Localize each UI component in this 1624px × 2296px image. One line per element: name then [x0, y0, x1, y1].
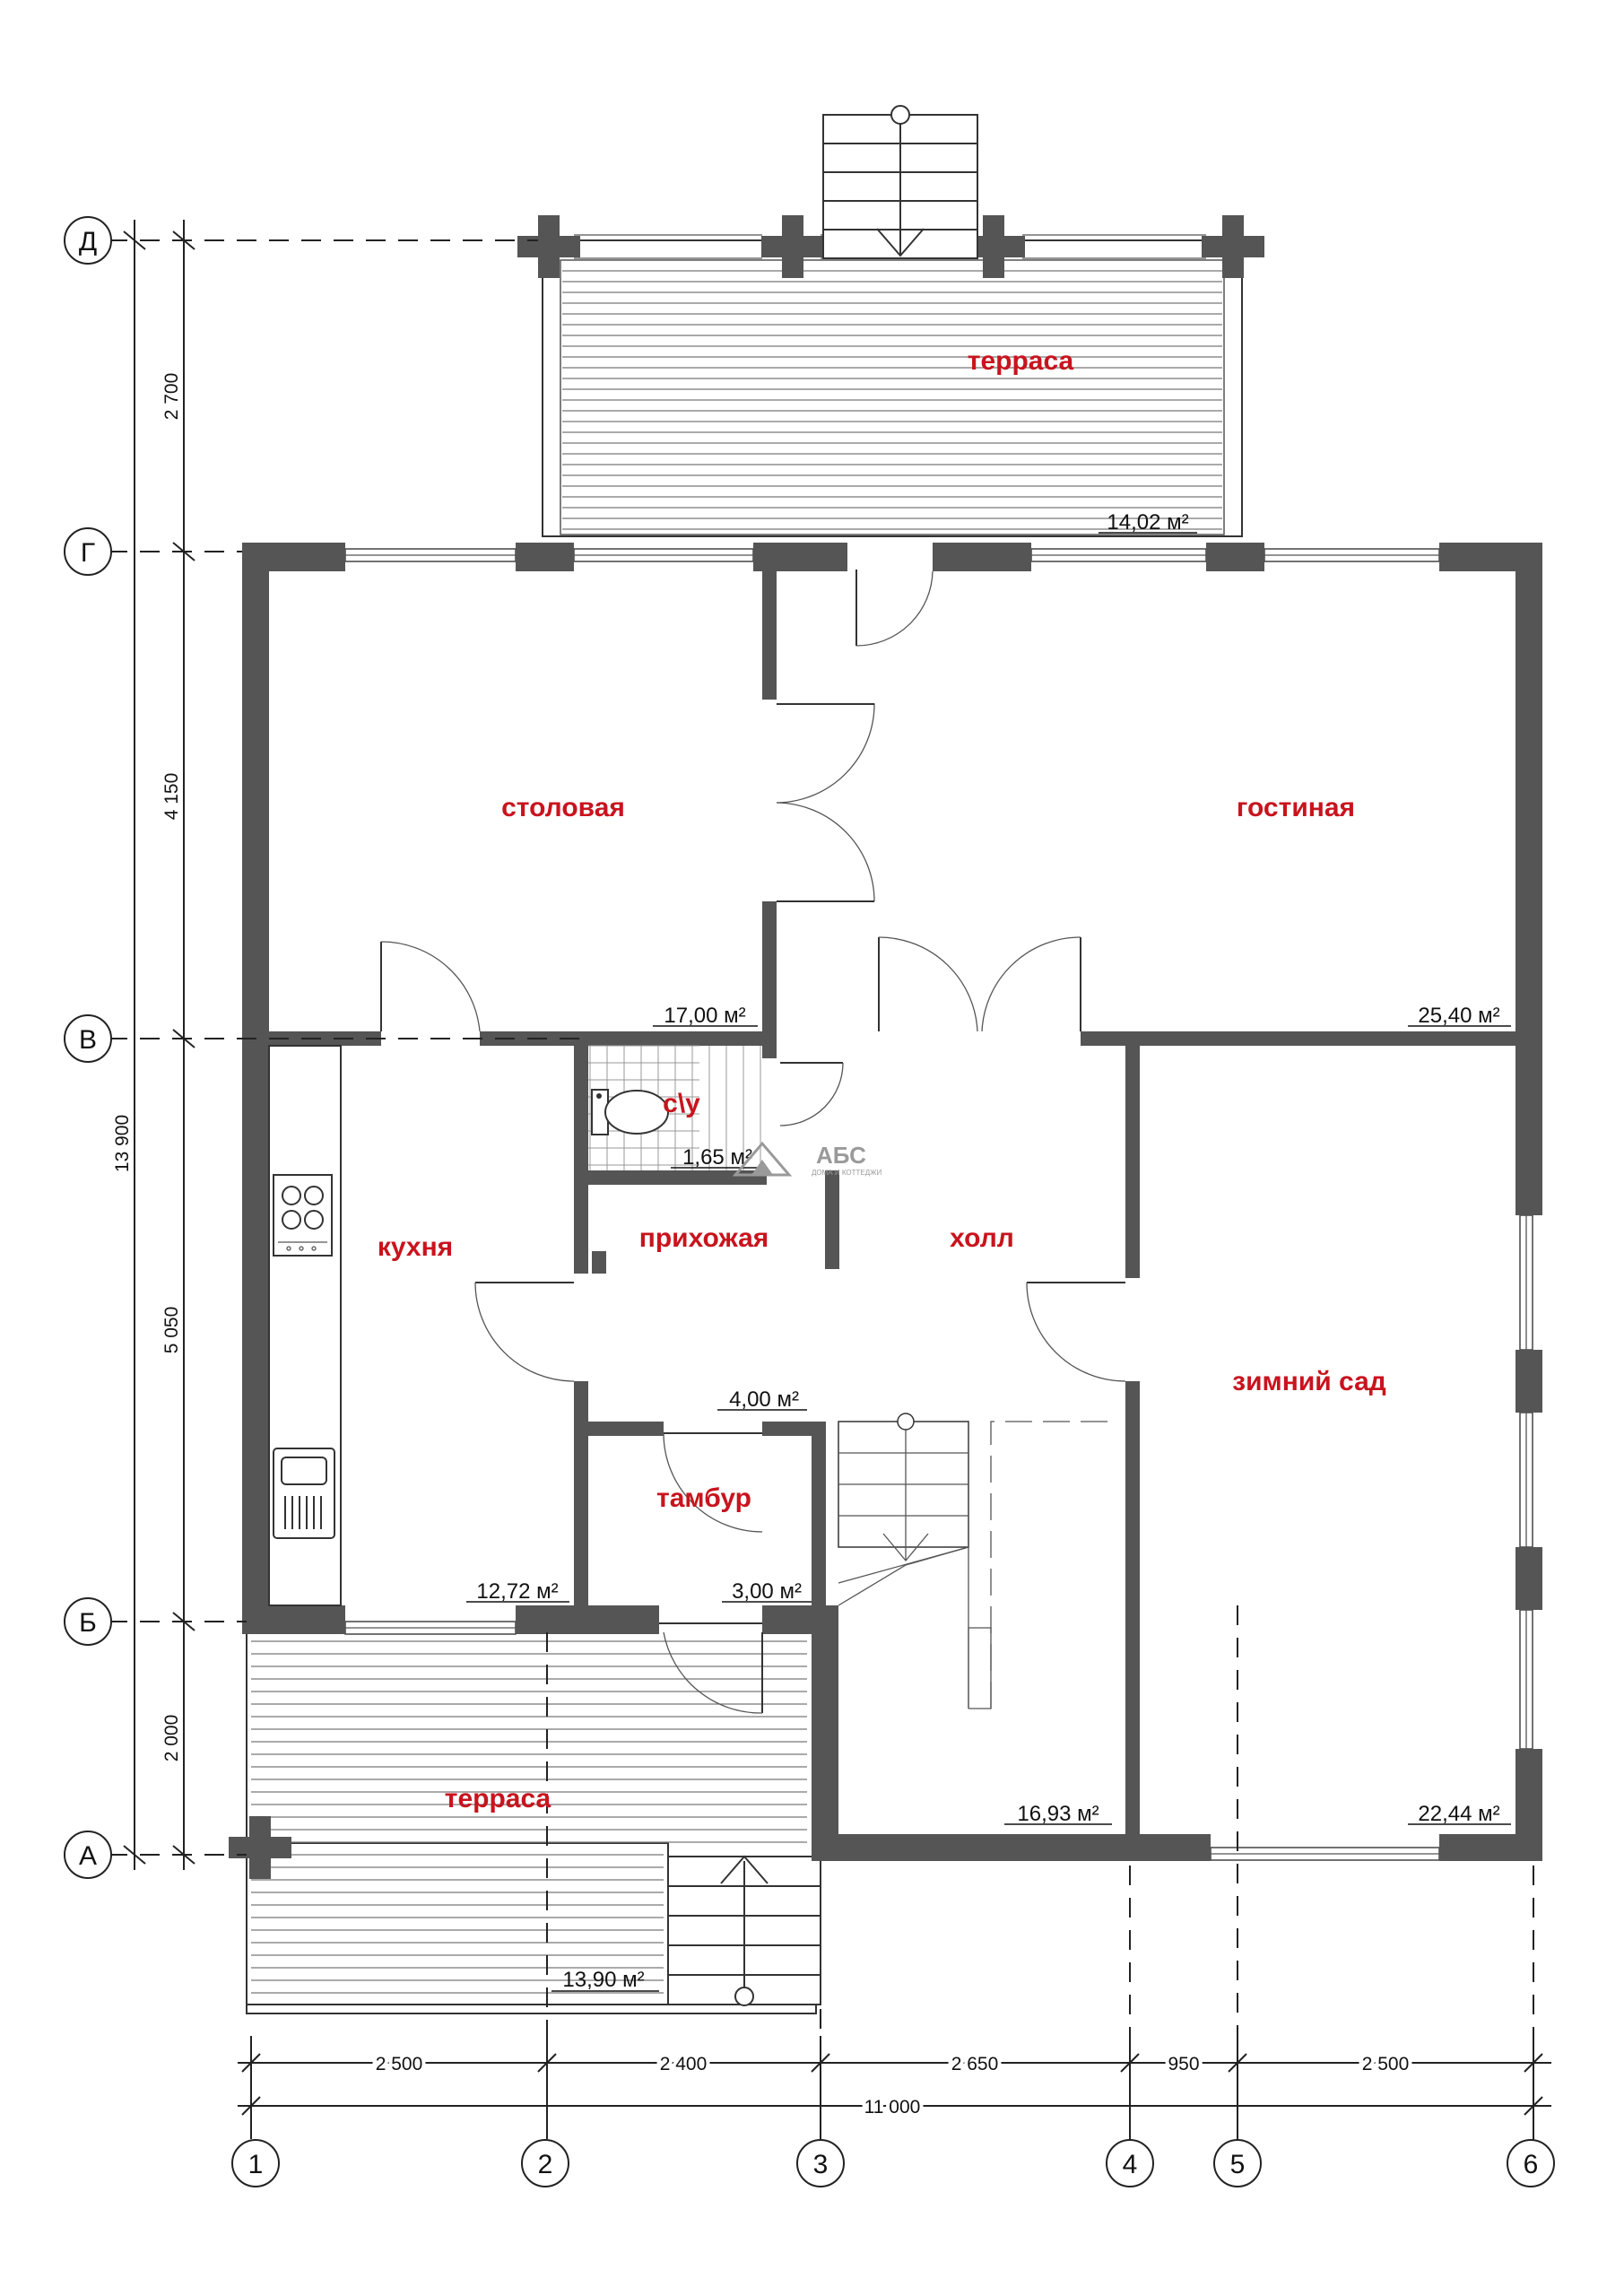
axis-marker-1: 1: [231, 2139, 280, 2187]
svg-text:2: 2: [538, 2150, 553, 2179]
room-hallway: прихожая: [639, 1223, 769, 1253]
post: [1202, 215, 1264, 278]
axis-marker-a: А: [64, 1831, 112, 1879]
axis-marker-4: 4: [1106, 2139, 1154, 2187]
doors: [380, 570, 1126, 1714]
area-dining: 17,00 м²: [664, 1004, 745, 1028]
interior-lines: [268, 1045, 1112, 1709]
horizontal-dimensions: 2 500 2 400 2 650 950 2 500 11 000: [372, 2050, 1413, 2121]
dim-5-6: 2 500: [1362, 2054, 1410, 2074]
svg-text:А: А: [79, 1841, 97, 1871]
dim-1-2: 2 500: [376, 2054, 423, 2074]
room-dining: столовая: [501, 793, 625, 822]
windows: [344, 548, 1533, 1861]
terrace-top-decking: [542, 239, 1243, 537]
svg-text:4: 4: [1123, 2150, 1138, 2179]
area-hall: 4,00 м²: [729, 1387, 799, 1412]
terrace-bottom-decking: [246, 1622, 817, 2014]
post: [761, 215, 824, 278]
axis-markers-rows: Д Г В Б А: [64, 216, 112, 1879]
logo-subtitle: ДОМА И КОТТЕДЖИ: [812, 1169, 882, 1177]
area-stair: 16,93 м²: [1017, 1802, 1099, 1826]
vertical-dimension-lines: [123, 220, 195, 1870]
dim-4-5: 950: [1168, 2054, 1199, 2074]
axis-marker-d: Д: [64, 216, 112, 265]
axis-marker-6: 6: [1507, 2139, 1555, 2187]
axis-markers-cols: 1 2 3 4 5 6: [231, 2072, 1555, 2187]
horizontal-dimension-lines: [238, 2036, 1551, 2117]
room-wc: с\у: [663, 1089, 700, 1118]
wc-tiles: [588, 1045, 761, 1170]
terrace-bottom-steps: [667, 1855, 821, 2006]
toilet-icon: [591, 1089, 669, 1135]
room-kitchen: кухня: [378, 1232, 453, 1262]
area-wc: 1,65 м²: [682, 1145, 752, 1170]
dim-2-3: 2 400: [660, 2054, 708, 2074]
dim-total-vertical: 13 900: [112, 1115, 133, 1172]
terrace-top-steps: [822, 105, 978, 259]
vertical-dimensions: 2 700 4 150 5 050 2 000 13 900: [112, 373, 182, 1762]
stove-icon: [273, 1174, 333, 1257]
axis-marker-5: 5: [1213, 2139, 1262, 2187]
area-living: 25,40 м²: [1418, 1004, 1499, 1028]
dim-v-b: 5 050: [161, 1307, 182, 1354]
room-vestibule: тамбур: [656, 1483, 751, 1513]
axis-marker-b: Б: [64, 1597, 112, 1646]
area-terrace-top: 14,02 м²: [1107, 510, 1188, 535]
svg-text:3: 3: [813, 2150, 829, 2179]
dim-3-4: 2 650: [951, 2054, 999, 2074]
dim-b-a: 2 000: [161, 1715, 182, 1762]
area-kitchen: 12,72 м²: [476, 1579, 558, 1604]
room-living: гостиная: [1237, 793, 1355, 822]
svg-text:В: В: [79, 1025, 97, 1055]
room-labels: терраса 14,02 м² столовая 17,00 м² гости…: [378, 346, 1511, 1992]
svg-text:6: 6: [1524, 2150, 1539, 2179]
svg-text:Б: Б: [79, 1608, 97, 1638]
axis-marker-3: 3: [796, 2139, 845, 2187]
area-terrace-bottom: 13,90 м²: [562, 1968, 644, 1992]
svg-text:1: 1: [248, 2150, 264, 2179]
dim-total-horizontal: 11 000: [864, 2097, 921, 2118]
logo-text: АБС: [816, 1142, 866, 1169]
room-hall: холл: [950, 1223, 1014, 1253]
area-vestibule: 3,00 м²: [732, 1579, 802, 1604]
interior-stairs: [838, 1413, 1112, 1709]
post: [517, 215, 580, 278]
svg-text:5: 5: [1230, 2150, 1246, 2179]
svg-text:Д: Д: [79, 227, 97, 257]
room-winter-garden: зимний сад: [1232, 1367, 1386, 1396]
company-logo: АБС ДОМА И КОТТЕДЖИ: [732, 1141, 882, 1177]
svg-text:Г: Г: [81, 538, 95, 568]
dim-d-g: 2 700: [161, 373, 182, 421]
sink-icon: [273, 1448, 335, 1539]
room-terrace-top: терраса: [968, 346, 1074, 376]
axis-marker-g: Г: [64, 527, 112, 576]
area-winter-garden: 22,44 м²: [1418, 1802, 1499, 1826]
room-terrace-bottom: терраса: [445, 1784, 551, 1813]
dim-g-v: 4 150: [161, 773, 182, 821]
axis-marker-2: 2: [521, 2139, 569, 2187]
walls: [242, 543, 1542, 1861]
axis-marker-v: В: [64, 1014, 112, 1063]
